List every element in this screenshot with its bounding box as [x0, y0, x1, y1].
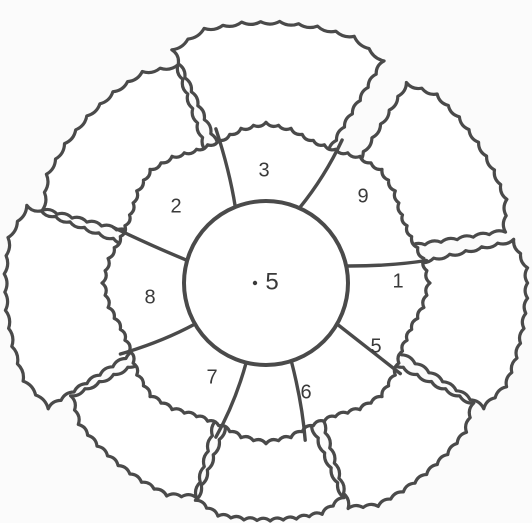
petal-number-right: 1	[392, 270, 403, 292]
petal-number-lower-right: 5	[370, 335, 381, 357]
petal-number-upper-right: 9	[357, 185, 368, 207]
center-number: 5	[265, 268, 278, 295]
petal-number-bottom: 6	[300, 381, 311, 403]
petal-number-left: 8	[144, 286, 155, 308]
center-dot	[253, 281, 257, 285]
petal-number-top: 3	[258, 159, 269, 181]
petal-number-upper-left: 2	[170, 195, 181, 217]
petal-number-lower-left: 7	[206, 366, 217, 388]
